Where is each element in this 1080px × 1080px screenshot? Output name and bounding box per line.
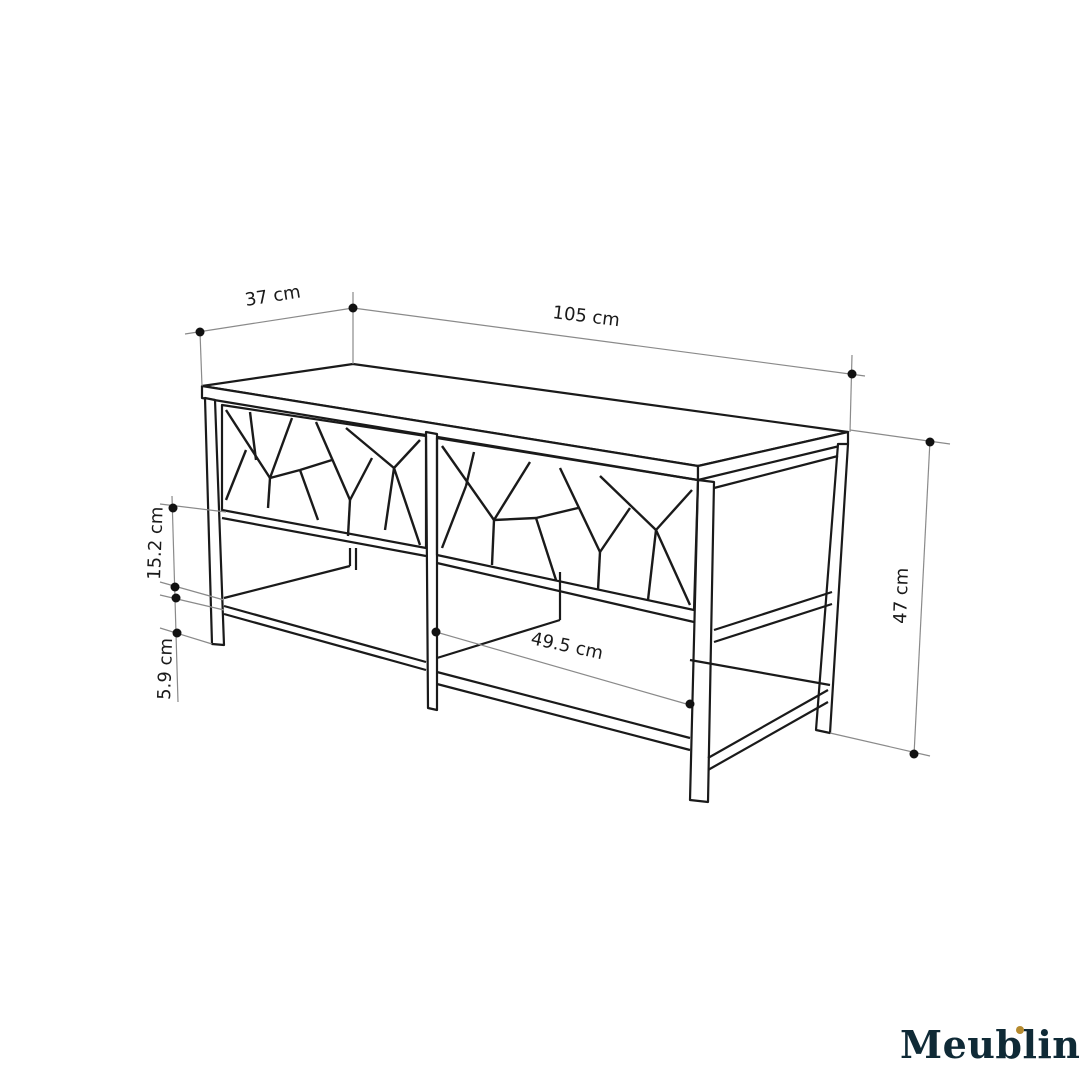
bench-outline — [200, 362, 850, 804]
width-label: 105 cm — [551, 302, 621, 331]
shelf-width-label: 49.5 cm — [529, 628, 605, 664]
dimension-endpoints — [168, 303, 935, 759]
drawer-height-label: 15.2 cm — [144, 506, 168, 580]
depth-label: 37 cm — [243, 281, 302, 311]
brand-logo-text: Meublin — [900, 1022, 1080, 1067]
brand-logo: Meublin — [900, 1022, 1080, 1067]
logo-accent-dot — [1016, 1026, 1024, 1034]
shelf-gap-label: 5.9 cm — [154, 638, 177, 700]
height-label: 47 cm — [890, 567, 913, 624]
dimension-lines — [159, 292, 951, 757]
